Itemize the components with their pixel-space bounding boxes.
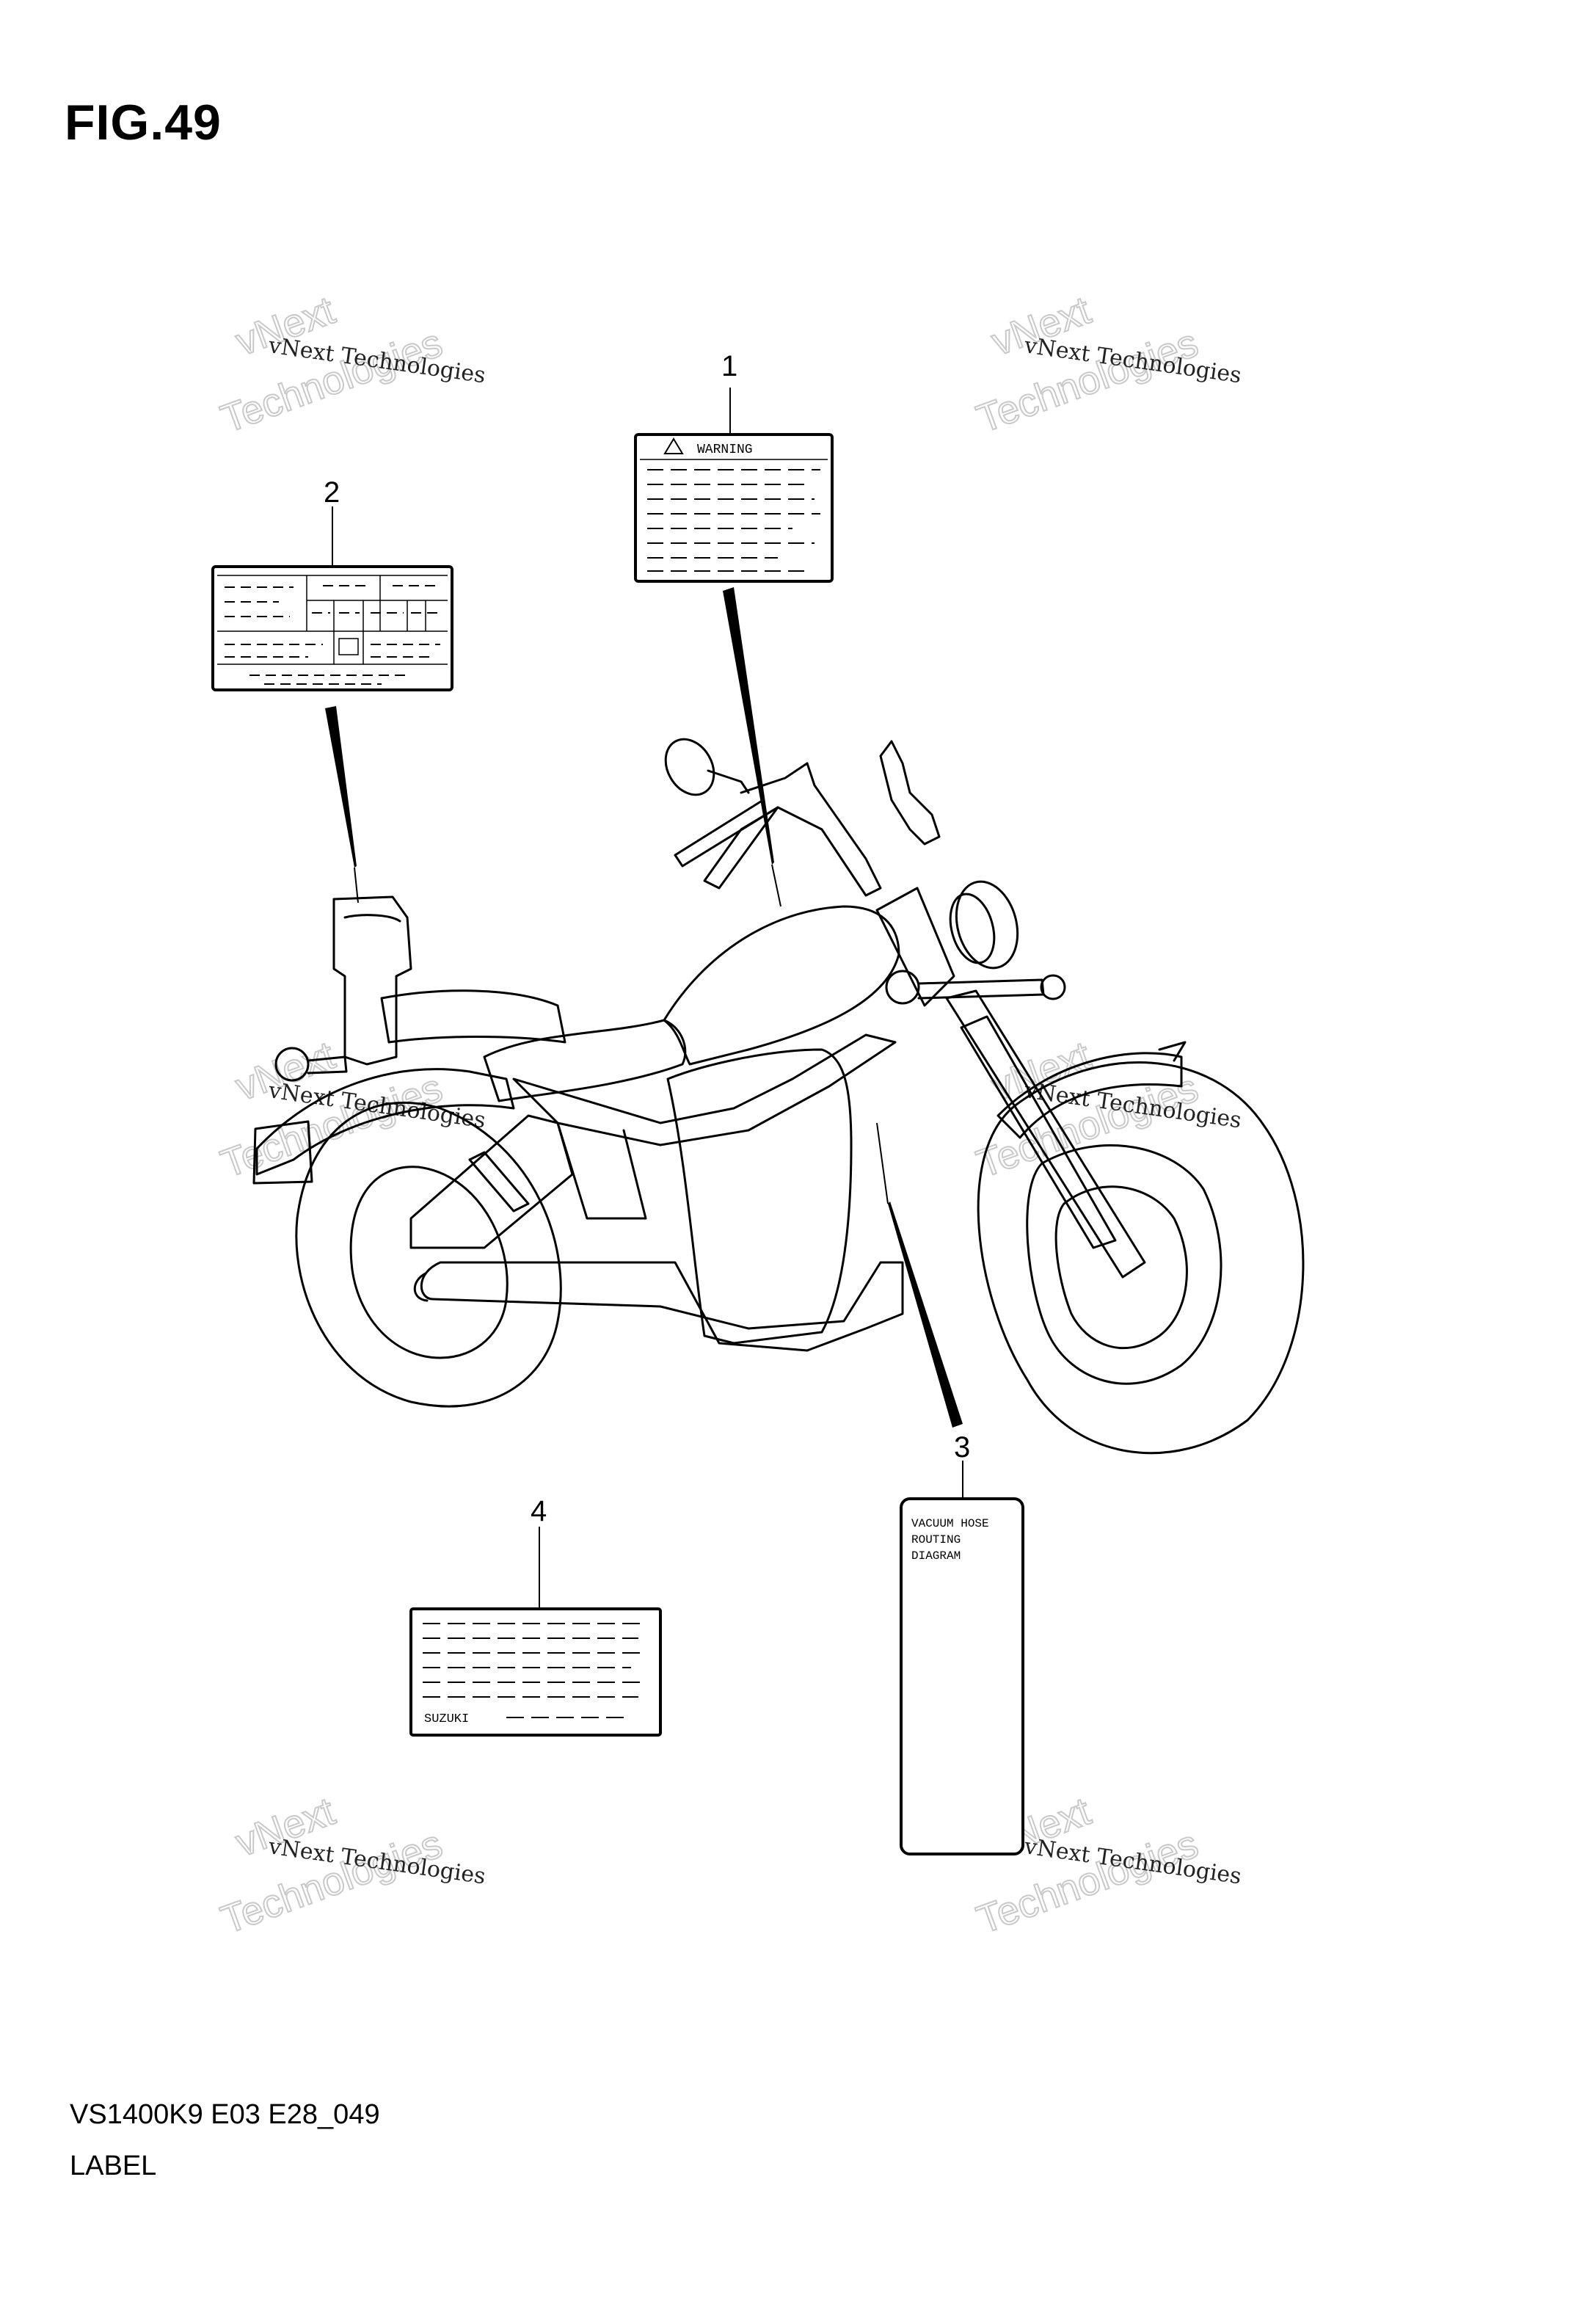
rider-seat <box>483 1019 687 1102</box>
vacuum-label-line3: DIAGRAM <box>911 1549 961 1563</box>
callout-4: 4 <box>531 1495 547 1527</box>
leader-lines <box>325 388 963 1607</box>
warning-label-title: WARNING <box>697 443 753 457</box>
vacuum-label-line2: ROUTING <box>911 1533 961 1546</box>
headstock <box>875 887 955 1007</box>
info-label-brand: SUZUKI <box>424 1712 469 1726</box>
diagram-name: LABEL <box>70 2151 157 2181</box>
rear-fender <box>255 1068 515 1176</box>
handlebar <box>664 738 941 897</box>
exhaust-pipe <box>420 1261 904 1352</box>
front-fender <box>996 1052 1183 1139</box>
passenger-seat <box>380 989 566 1044</box>
vacuum-label-line1: VACUUM HOSE <box>911 1517 989 1530</box>
sissy-bar <box>332 895 412 1066</box>
watermark-top-left: vNext Technologies vNext Technologies <box>215 288 487 443</box>
leader-line-1 <box>723 587 774 865</box>
figure-title: FIG.49 <box>65 95 222 150</box>
warning-label: WARNING <box>634 433 834 583</box>
vacuum-hose-label: VACUUM HOSE ROUTING DIAGRAM <box>900 1497 1024 1855</box>
callout-2: 2 <box>324 476 340 509</box>
watermark-top-right: vNext Technologies vNext Technologies <box>971 288 1243 443</box>
tail-light <box>252 1120 313 1185</box>
rear-turn-signal <box>274 1047 348 1082</box>
watermark-mid-right: vNext Technologies vNext Technologies <box>971 1033 1243 1188</box>
front-wheel <box>977 1061 1305 1455</box>
rear-wheel <box>295 1101 562 1408</box>
front-fork <box>945 989 1146 1279</box>
callout-3: 3 <box>954 1431 970 1464</box>
side-cover <box>666 1048 853 1345</box>
motorcycle-outline <box>252 738 1305 1455</box>
front-turn-signal <box>885 970 1066 1005</box>
spec-table-label <box>211 565 453 691</box>
leader-line-3 <box>888 1202 963 1428</box>
leader-line-2 <box>325 706 357 868</box>
info-label: SUZUKI <box>409 1607 662 1737</box>
watermark-bottom-left: vNext Technologies vNext Technologies <box>215 1789 487 1944</box>
diagram-code: VS1400K9 E03 E28_049 <box>70 2099 380 2130</box>
swingarm <box>409 1114 574 1249</box>
headlight <box>949 880 1019 970</box>
callout-1: 1 <box>721 350 737 382</box>
fuel-tank <box>663 905 900 1066</box>
warning-triangle-icon <box>663 437 684 454</box>
